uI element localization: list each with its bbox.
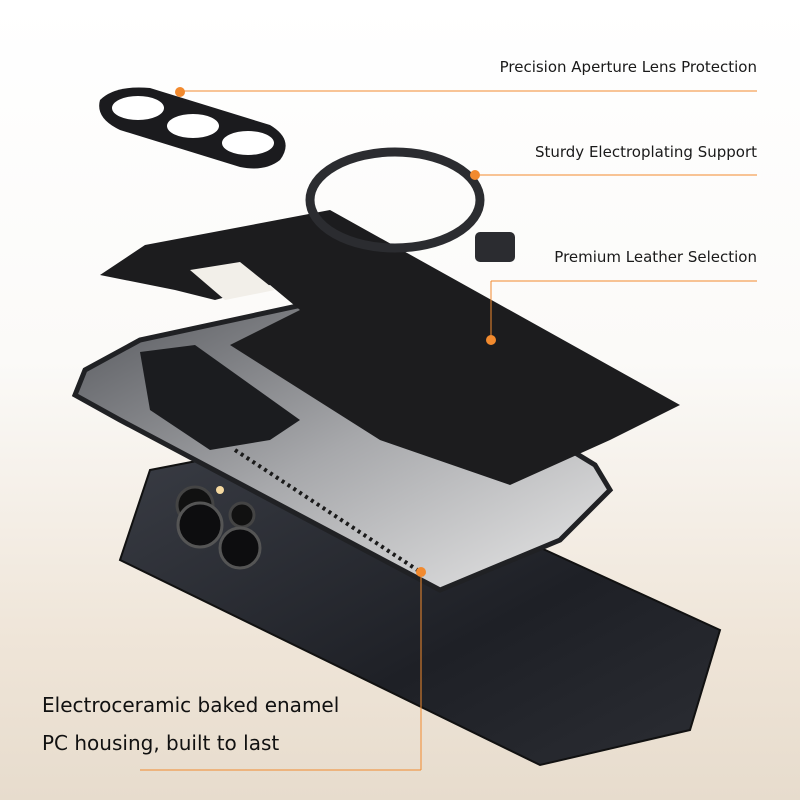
feature-label-leather: Premium Leather Selection [554,248,757,266]
callout-dots [175,87,496,577]
lens-protector [99,87,286,169]
case-frame [71,297,614,593]
bottom-heading-line1: Electroceramic baked enamel [42,693,340,717]
leather-back [100,210,680,485]
magnetic-ring [305,147,515,262]
feature-label-lens-protection: Precision Aperture Lens Protection [499,58,757,76]
callout-lines [140,90,757,771]
feature-label-electroplating-support: Sturdy Electroplating Support [534,143,757,161]
bottom-heading-line2: PC housing, built to last [42,731,280,755]
